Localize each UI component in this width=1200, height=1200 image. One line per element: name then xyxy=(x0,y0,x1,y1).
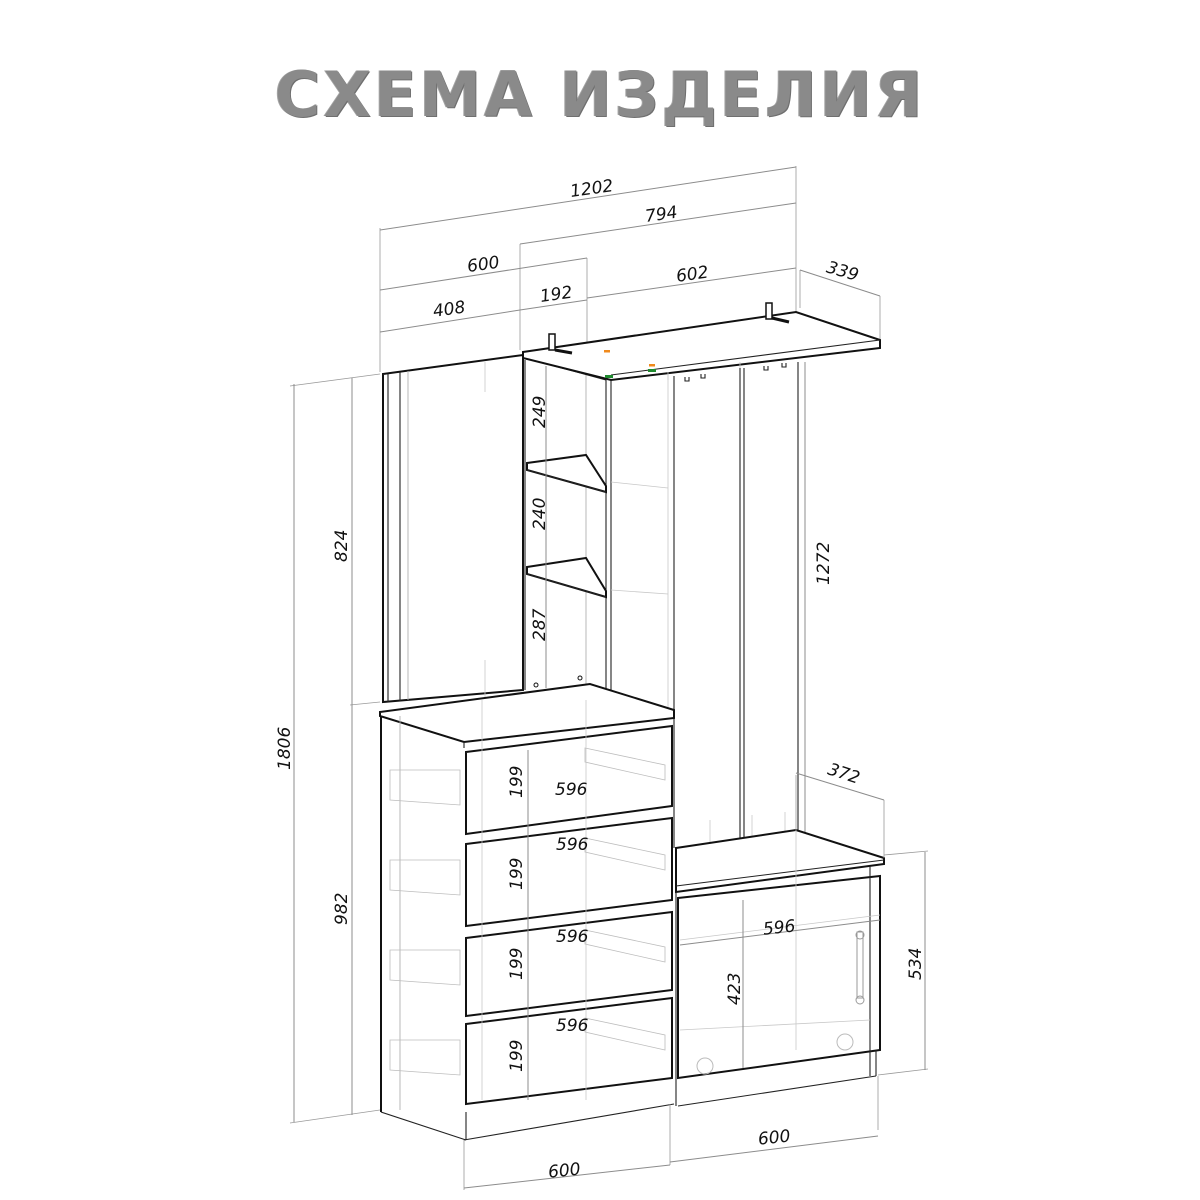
dim-shelf-width: 192 xyxy=(539,283,574,307)
drawer-2-height: 199 xyxy=(507,858,527,890)
dim-bench-door-height: 423 xyxy=(725,973,745,1005)
hanger-panels xyxy=(673,362,806,850)
mirror-panel xyxy=(382,353,524,704)
bottom-dimensions xyxy=(463,1076,879,1190)
dim-bench-height: 534 xyxy=(906,948,926,980)
marker-green-icon xyxy=(605,375,613,378)
dim-chest-height: 982 xyxy=(332,893,352,925)
wall-bracket-icon xyxy=(765,302,773,320)
dim-left-module-width: 600 xyxy=(466,253,501,277)
dim-shelf-gap-bottom: 287 xyxy=(530,608,550,641)
dim-bench-base-width: 600 xyxy=(757,1126,791,1149)
dim-upper-height: 824 xyxy=(332,530,352,562)
dim-upper-right-width: 794 xyxy=(644,203,679,227)
dim-bench-door-width: 596 xyxy=(762,916,797,939)
drawer-4-width: 596 xyxy=(556,1016,589,1036)
drawer-3-height: 199 xyxy=(507,948,527,980)
chest-of-drawers xyxy=(379,682,675,1141)
wall-bracket-icon xyxy=(548,333,556,351)
dim-overall-height: 1806 xyxy=(275,727,295,770)
shelf-unit xyxy=(522,351,669,718)
drawer-1-width: 596 xyxy=(555,780,588,800)
marker-orange-icon xyxy=(604,350,610,353)
marker-orange-icon xyxy=(649,364,655,367)
dim-overall-width: 1202 xyxy=(569,176,615,202)
coat-hooks xyxy=(684,363,787,382)
drawer-2-width: 596 xyxy=(556,835,589,855)
dim-mirror-width: 408 xyxy=(432,298,467,322)
left-dimensions xyxy=(289,373,381,1124)
dim-hanger-depth: 339 xyxy=(824,258,861,286)
gas-lift-icon xyxy=(856,931,864,999)
dim-hanger-panel-height: 1272 xyxy=(814,542,834,585)
dim-shelf-gap-middle: 240 xyxy=(530,498,550,530)
top-dimensions xyxy=(379,166,881,372)
bench-cabinet xyxy=(675,772,929,1107)
top-hat-shelf xyxy=(522,302,881,382)
dim-chest-base-width: 600 xyxy=(547,1159,581,1182)
drawer-1-height: 199 xyxy=(507,766,527,798)
dim-hanger-width: 602 xyxy=(675,263,710,287)
dim-bench-depth: 372 xyxy=(825,760,862,789)
dim-shelf-gap-top: 249 xyxy=(530,396,550,428)
drawer-3-width: 596 xyxy=(556,927,589,947)
page-title: СХЕМА ИЗДЕЛИЯ xyxy=(274,58,926,131)
drawer-4-height: 199 xyxy=(507,1040,527,1072)
marker-green-icon xyxy=(648,369,656,372)
